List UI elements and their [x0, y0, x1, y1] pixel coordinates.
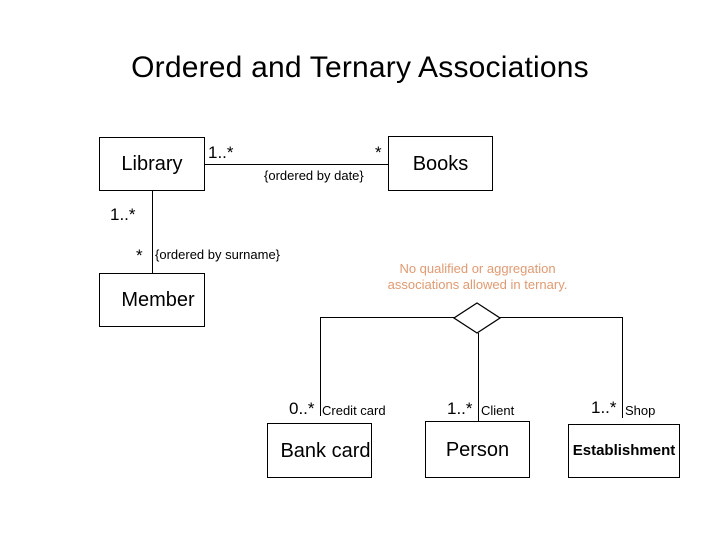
class-name-establishment: Establishment	[572, 442, 676, 459]
ternary-diamond-icon	[453, 302, 501, 334]
multiplicity-person: 1..*	[447, 399, 473, 418]
class-box-bank-card[interactable]: Bank card	[267, 423, 372, 478]
multiplicity-library-books-source: 1..*	[208, 143, 234, 162]
class-name-bank-card: Bank card	[280, 439, 371, 462]
multiplicity-library-member-target: *	[136, 246, 143, 265]
class-box-books[interactable]: Books	[388, 136, 493, 191]
class-name-books: Books	[412, 152, 469, 175]
page-title: Ordered and Ternary Associations	[131, 51, 589, 84]
multiplicity-establishment: 1..*	[591, 398, 617, 417]
ternary-line-to-person	[478, 333, 479, 421]
constraint-ordered-by-surname: {ordered by surname}	[155, 247, 281, 262]
association-line-library-books	[205, 164, 389, 165]
constraint-ordered-by-date: {ordered by date}	[264, 168, 364, 183]
multiplicity-bank-card: 0..*	[289, 399, 315, 418]
class-box-establishment[interactable]: Establishment	[568, 424, 680, 478]
class-name-person: Person	[445, 438, 510, 461]
ternary-note: No qualified or aggregation associations…	[387, 261, 568, 292]
association-line-library-member	[152, 191, 153, 273]
class-name-library: Library	[121, 153, 183, 175]
multiplicity-library-member-source: 1..*	[110, 205, 136, 224]
role-shop: Shop	[625, 403, 656, 418]
class-box-person[interactable]: Person	[425, 421, 530, 478]
class-box-library[interactable]: Library	[99, 137, 205, 191]
class-box-member[interactable]: Member	[99, 273, 205, 327]
role-credit-card: Credit card	[322, 403, 386, 418]
multiplicity-library-books-target: *	[375, 143, 382, 162]
ternary-line-to-establishment	[622, 317, 623, 418]
ternary-line-to-bank-card	[320, 317, 321, 416]
role-client: Client	[481, 403, 515, 418]
class-name-member: Member	[121, 289, 195, 311]
